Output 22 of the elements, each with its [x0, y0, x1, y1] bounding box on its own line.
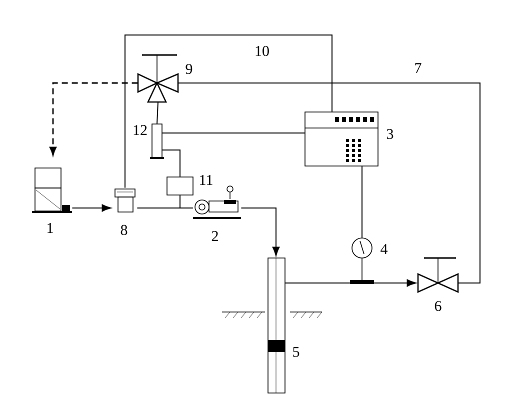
- callout-number: 11: [200, 175, 212, 185]
- edge-label: 7: [413, 62, 423, 74]
- callout-number: 6: [434, 300, 442, 312]
- pipe-line: [50, 82, 138, 156]
- pipe-line: [156, 102, 158, 124]
- callout-number: 4: [380, 244, 388, 254]
- edge-label: 10: [254, 44, 270, 58]
- pipe-line: [124, 34, 332, 188]
- pipe-line: [178, 82, 480, 284]
- pipe-line: [162, 150, 180, 178]
- callout-number: 8: [120, 224, 128, 236]
- pipe-line: [240, 208, 280, 256]
- pipe-line: [284, 279, 416, 287]
- callout-number: 9: [186, 64, 192, 74]
- callout-number: 12: [134, 125, 147, 135]
- callout-number: 2: [212, 231, 218, 241]
- callout-number: 5: [293, 347, 300, 357]
- pipe-line: [180, 194, 194, 208]
- callout-number: 3: [386, 128, 394, 140]
- callout-number: 1: [48, 223, 53, 233]
- pipe-line: [162, 132, 306, 134]
- pipe-line: [72, 204, 112, 212]
